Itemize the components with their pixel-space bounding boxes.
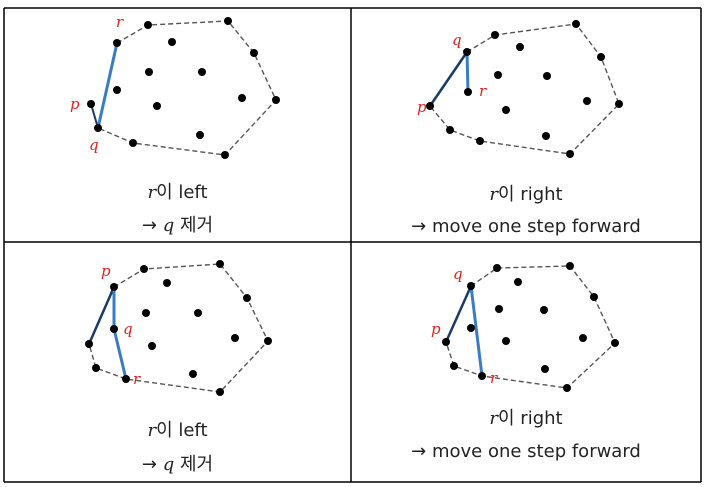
label-r: r [490, 369, 498, 387]
caption-text: 이 right [498, 184, 563, 205]
edge-p-q [90, 103, 99, 129]
hull-diagram: r p q [70, 13, 280, 159]
panel-bottom-left: p q r r이 left → q 제거 [4, 242, 351, 482]
label-r: r [133, 370, 141, 388]
caption-text: move one step forward [431, 441, 641, 462]
hull-diagram: q r p [417, 20, 623, 158]
caption-text: 제거 [179, 454, 214, 475]
label-q: q [452, 31, 462, 49]
caption-var: q [162, 454, 175, 475]
caption-line-1: r이 right [351, 180, 701, 206]
caption-var: r [147, 420, 157, 441]
hull-diagram: q p r [431, 262, 619, 392]
label-q: q [453, 265, 463, 283]
caption-var: q [162, 215, 175, 236]
panel-top-right: q r p r이 right → move one step forward [351, 8, 701, 242]
caption-line-1: r이 left [4, 416, 351, 442]
caption-line-1: r이 left [4, 178, 351, 204]
caption-line-2: → move one step forward [351, 441, 701, 462]
panel-bottom-right: q p r r이 right → move one step forward [351, 242, 701, 482]
label-r: r [116, 13, 124, 31]
point-set [85, 260, 272, 396]
caption-line-2: → q 제거 [4, 450, 351, 476]
caption-arrow: → [141, 215, 157, 236]
label-p: p [70, 95, 80, 113]
caption-arrow: → [411, 441, 427, 462]
label-q: q [89, 136, 99, 154]
caption-var: r [147, 182, 157, 203]
label-q: q [123, 320, 133, 338]
edge-q-r [469, 285, 484, 377]
caption-text: 이 left [156, 182, 208, 203]
label-r: r [479, 82, 487, 100]
edge-p-q [444, 285, 473, 343]
caption-line-2: → move one step forward [351, 216, 701, 237]
point-set [426, 20, 623, 158]
label-p: p [431, 320, 441, 338]
label-p: p [417, 98, 427, 116]
caption-text: 이 right [498, 408, 563, 429]
edge-q-r [465, 51, 470, 93]
hull-diagram: p q r [85, 260, 272, 396]
edge-p-q [428, 51, 469, 107]
caption-var: r [489, 184, 499, 205]
edge-r [112, 328, 128, 380]
caption-line-2: → q 제거 [4, 211, 351, 237]
caption-text: 이 left [156, 420, 208, 441]
label-p: p [101, 262, 111, 280]
edge-p-q [87, 286, 116, 345]
edge-q-r [96, 42, 119, 129]
caption-line-1: r이 right [351, 404, 701, 430]
caption-var: r [489, 408, 499, 429]
caption-arrow: → [141, 454, 157, 475]
hull-dashed-path [429, 23, 620, 155]
point-set [442, 262, 619, 392]
caption-text: move one step forward [431, 216, 641, 237]
point-set [87, 17, 280, 159]
panel-top-left: r p q r이 left → q 제거 [4, 8, 351, 242]
caption-arrow: → [411, 216, 427, 237]
caption-text: 제거 [179, 215, 214, 236]
